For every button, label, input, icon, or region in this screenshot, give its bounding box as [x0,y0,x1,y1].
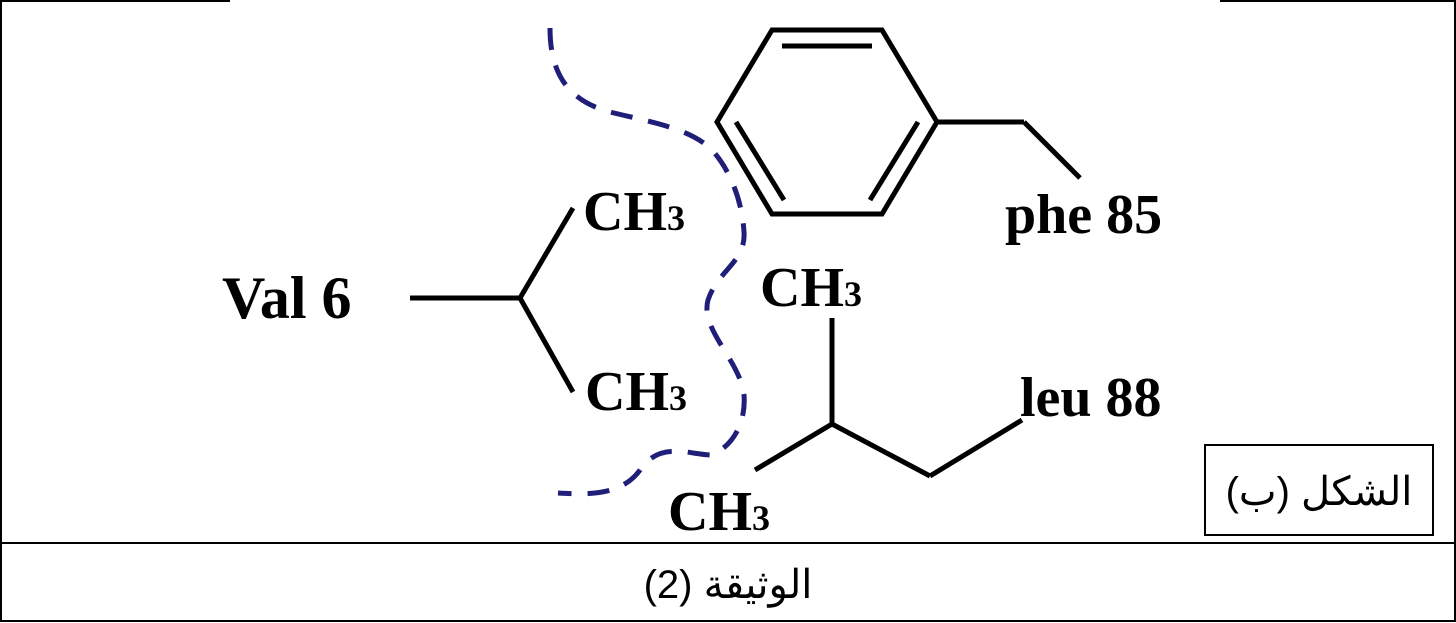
ch3-lower-left: CH3 [585,361,687,423]
benzene-ring [714,27,940,217]
ch3-middle: CH3 [760,257,862,319]
leu-backbone-bond [928,417,1024,479]
val-6-label: Val 6 [222,265,352,331]
leu-methyl-down-bond [753,421,834,473]
val-lower-methyl-bond [517,296,576,394]
phe-backbone-bond [1022,120,1082,180]
ch3-upper-left: CH3 [583,181,685,243]
leu-88-label: leu 88 [1020,367,1162,429]
ch3-bottom: CH3 [668,481,770,543]
figure-label-box: الشكل (ب) [1204,444,1434,536]
hydrophobic-boundary-curve [547,27,747,497]
figure-label: الشكل (ب) [1226,470,1413,514]
leucine-side-chain [753,318,1024,479]
ring-double-bond-left [733,120,787,202]
valine-side-chain [410,206,576,394]
phenylalanine-ring [714,27,1082,217]
phe-85-label: phe 85 [1005,184,1162,246]
leu-ch-ch2-bond [830,421,932,479]
ring-double-bond-right [867,120,921,202]
val-upper-methyl-bond [517,206,576,300]
document-caption: الوثيقة (2) [644,563,813,608]
